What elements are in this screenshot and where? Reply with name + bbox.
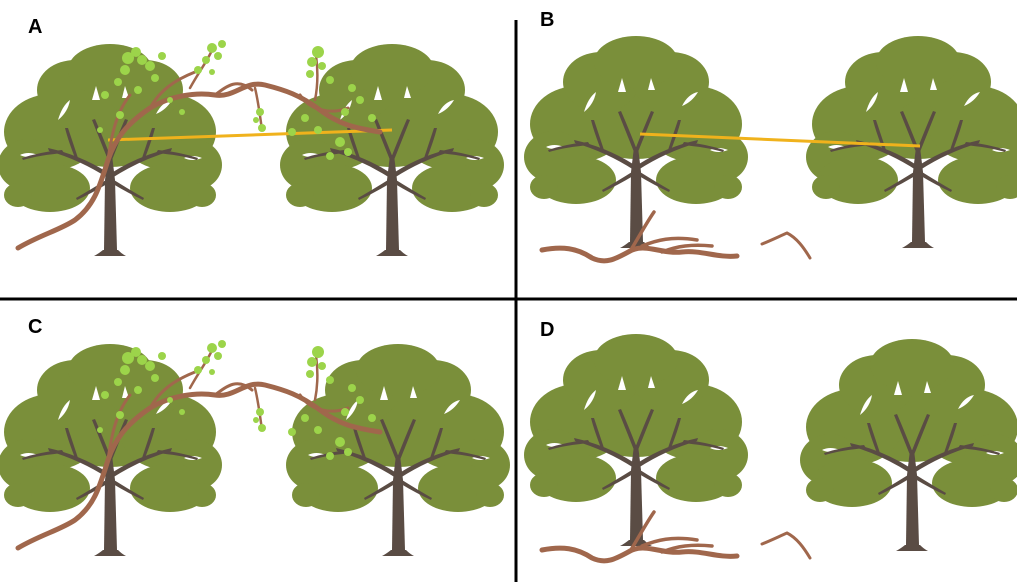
fallen-liana (542, 512, 810, 561)
tree-left (524, 334, 748, 546)
tree-left (524, 36, 748, 248)
panel-label: A (28, 16, 42, 38)
tree-right (280, 44, 504, 256)
fallen-liana (542, 212, 810, 261)
tree-right (286, 344, 510, 556)
panel-label: D (540, 319, 554, 341)
panel-d: D (524, 319, 1017, 561)
panel-c: C (0, 316, 510, 556)
panel-label: C (28, 316, 42, 338)
panel-b: B (524, 9, 1017, 261)
panel-a: A (0, 16, 504, 256)
tree-right (800, 339, 1017, 551)
panel-label: B (540, 9, 554, 31)
steel-cable (107, 128, 393, 142)
steel-cable (639, 132, 921, 148)
